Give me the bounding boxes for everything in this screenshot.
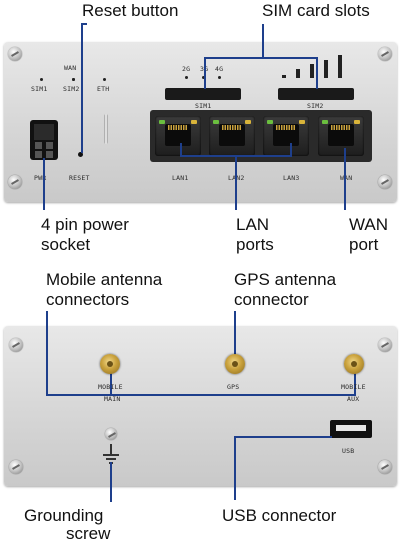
wan-callout-line — [344, 148, 346, 210]
lan-ports-callout-line2: ports — [236, 235, 274, 254]
back-screw-top-left — [9, 338, 23, 352]
lan-callout-left-drop — [180, 143, 182, 156]
lan-callout-stem — [235, 155, 237, 210]
wan-port-label: WAN — [340, 174, 353, 182]
usb-callout-line — [234, 438, 236, 500]
sim-callout-left-drop — [204, 57, 206, 89]
sim2-slot — [278, 88, 354, 100]
front-screw-bottom-left — [8, 175, 22, 189]
signal-strength-icon — [282, 55, 352, 81]
gps-antenna-connector — [225, 354, 245, 374]
reset-button-callout: Reset button — [82, 1, 179, 20]
mobile-main-label-1: MOBILE — [98, 383, 123, 391]
power-callout-line — [43, 158, 45, 210]
front-screw-top-left — [8, 47, 22, 61]
grounding-screw-callout-line1: Grounding — [24, 506, 104, 525]
reset-callout-line — [81, 23, 83, 153]
lan2-port — [209, 116, 255, 156]
eth-led — [103, 78, 106, 81]
power-socket — [30, 120, 58, 160]
usb-callout-bar — [234, 436, 332, 438]
reset-button — [78, 152, 83, 157]
mobile-aux-label-1: MOBILE — [341, 383, 366, 391]
front-screw-top-right — [378, 47, 392, 61]
lan-ports-callout-line1: LAN — [236, 215, 270, 234]
gps-antenna-callout-line — [234, 311, 236, 363]
mobile-main-label-2: MAIN — [104, 395, 121, 403]
signal-4g-label: 4G — [215, 65, 224, 73]
lan-callout-right-drop — [290, 143, 292, 156]
sim1-led-label: SIM1 — [31, 85, 48, 93]
lan3-port — [263, 116, 309, 156]
lan3-port-label: LAN3 — [283, 174, 300, 182]
light-pipe — [104, 114, 108, 144]
sim-callout-stem — [262, 24, 264, 58]
signal-2g-led — [185, 76, 188, 79]
mobile-aux-label-2: AUX — [347, 395, 360, 403]
sim1-led — [40, 78, 43, 81]
mobile-main-drop — [110, 372, 112, 395]
wan-port-callout-line1: WAN — [349, 215, 389, 234]
grounding-screw-callout-line2: screw — [66, 524, 111, 543]
sim-callout-right-drop — [316, 57, 318, 89]
mobile-antenna-callout-line2: connectors — [46, 290, 130, 309]
sim1-slot-label: SIM1 — [195, 102, 212, 110]
eth-led-label: ETH — [97, 85, 110, 93]
sim2-slot-label: SIM2 — [307, 102, 324, 110]
pwr-label: PWR — [34, 174, 47, 182]
usb-connector — [330, 420, 372, 438]
sim2-led-label: SIM2 — [63, 85, 80, 93]
front-screw-bottom-right — [378, 175, 392, 189]
gps-label: GPS — [227, 383, 240, 391]
mobile-main-antenna-connector — [100, 354, 120, 374]
gps-antenna-callout-line1: GPS antenna — [234, 270, 337, 289]
back-screw-bottom-left — [9, 460, 23, 474]
usb-connector-callout: USB connector — [222, 506, 337, 525]
mobile-aux-antenna-connector — [344, 354, 364, 374]
mobile-aux-drop — [354, 372, 356, 395]
reset-callout-tick — [81, 23, 87, 25]
ground-symbol-icon — [102, 444, 120, 464]
sim2-led — [72, 78, 75, 81]
mobile-antenna-callout-line1: Mobile antenna — [46, 270, 163, 289]
lan1-port-label: LAN1 — [172, 174, 189, 182]
grounding-screw — [105, 428, 117, 440]
lan1-port — [155, 116, 201, 156]
back-screw-bottom-right — [378, 460, 392, 474]
mobile-antenna-callout-stem — [46, 311, 48, 396]
power-socket-callout-line2: socket — [41, 235, 91, 254]
back-screw-top-right — [378, 338, 392, 352]
gps-antenna-callout-line2: connector — [234, 290, 309, 309]
signal-2g-label: 2G — [182, 65, 191, 73]
signal-3g-led — [202, 76, 205, 79]
mobile-antenna-callout-bar — [46, 394, 356, 396]
sim-card-slots-callout: SIM card slots — [262, 1, 370, 20]
grounding-callout-line — [110, 462, 112, 502]
sim1-slot — [165, 88, 241, 100]
sim-callout-bar — [204, 57, 317, 59]
wan-led-label: WAN — [64, 64, 77, 72]
reset-label: RESET — [69, 174, 90, 182]
back-panel — [4, 326, 397, 486]
usb-label: USB — [342, 447, 355, 455]
signal-4g-led — [218, 76, 221, 79]
wan-port — [318, 116, 364, 156]
wan-port-callout-line2: port — [349, 235, 379, 254]
power-socket-callout-line1: 4 pin power — [41, 215, 129, 234]
